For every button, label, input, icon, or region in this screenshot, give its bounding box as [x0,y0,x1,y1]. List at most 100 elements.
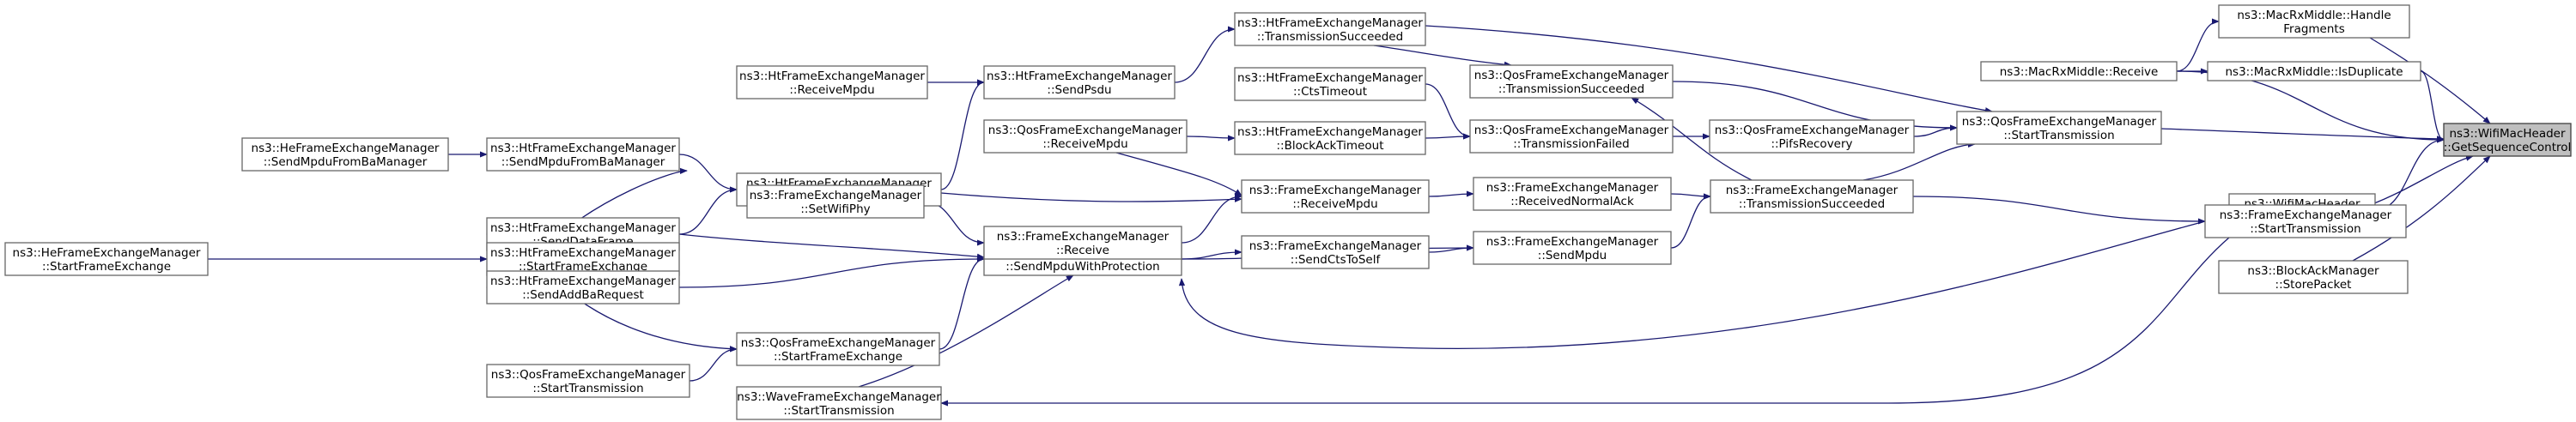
edge-n16-to-n25 [1181,249,1242,260]
node-label: Fragments [2283,22,2345,36]
node-label: ns3::QosFrameExchangeManager [1474,124,1669,137]
graph-node[interactable]: ns3::QosFrameExchangeManager::StartTrans… [1956,111,2162,145]
node-label: ns3::FrameExchangeManager [1486,235,1659,249]
node-label: ns3::FrameExchangeManager [1726,184,1899,197]
edge-n20-to-n7 [1186,135,1236,142]
edge-n11-to-n0 [2374,136,2445,211]
node-label: ::Receive [1056,244,1109,257]
node-label: ns3::HtFrameExchangeManager [1237,16,1423,30]
graph-node[interactable]: ns3::FrameExchangeManager::SendCtsToSelf [1241,235,1430,269]
graph-node[interactable]: ns3::QosFrameExchangeManager::StartTrans… [486,364,690,398]
node-box [2443,123,2572,157]
graph-node[interactable]: ns3::HtFrameExchangeManager::Transmissio… [1234,12,1426,46]
node-label: ::StartFrameExchange [774,350,902,364]
node-box [1709,119,1915,154]
edge-n12-to-n0 [2369,154,2474,206]
graph-node[interactable]: ns3::HtFrameExchangeManager::ReceiveMpdu [736,65,928,99]
edge-n4-to-n0 [2160,128,2445,142]
node-box [2218,4,2410,39]
node-box [486,270,680,304]
node-label: ::StartTransmission [2250,222,2360,236]
graph-node[interactable]: ns3::MacRxMiddle::Receive [1980,61,2178,81]
graph-node[interactable]: ns3::HtFrameExchangeManager::StartFrameE… [486,242,680,276]
edge-n22-to-n14 [1428,190,1474,197]
edge-n12-to-n16 [1178,220,2206,350]
edge-n21-to-n18 [940,79,985,190]
node-label: ns3::HeFrameExchangeManager [13,246,201,260]
graph-node[interactable]: ns3::HeFrameExchangeManager::StartFrameE… [4,242,209,276]
node-box [983,65,1176,99]
node-label: ns3::MacRxMiddle::Handle [2237,9,2391,22]
node-box [1473,231,1672,265]
graph-node[interactable]: ns3::WaveFrameExchangeManager::StartTran… [736,386,942,420]
node-label: ns3::FrameExchangeManager [1249,239,1422,253]
node-label: ::ReceivedNormalAck [1510,195,1634,208]
node-box [486,364,690,398]
node-label: ns3::FrameExchangeManager [1249,184,1422,197]
graph-node[interactable]: ns3::BlockAckManager::StorePacket [2218,260,2409,294]
node-label: ns3::FrameExchangeManager [1486,181,1659,195]
node-label: ns3::FrameExchangeManager [2220,208,2392,222]
edges-layer [208,18,2491,407]
node-box [736,332,940,366]
node-label: ::BlockAckTimeout [1277,139,1384,153]
node-label: ::StorePacket [2275,278,2352,292]
node-label: ns3::WaveFrameExchangeManager [737,390,941,404]
node-label: ::SendAddBaRequest [522,288,644,302]
node-box [1469,64,1674,99]
graph-node[interactable]: ns3::MacRxMiddle::IsDuplicate [2207,61,2421,81]
graph-node[interactable]: ns3::HtFrameExchangeManager::SendPsdu [983,65,1176,99]
edge-n24-to-n23 [923,201,985,246]
node-label: ns3::FrameExchangeManager [750,189,922,202]
graph-node[interactable]: ns3::FrameExchangeManager::ReceiveMpdu [1241,179,1430,214]
nodes-layer: ns3::WifiMacHeader::GetSequenceControlns… [4,4,2572,420]
node-box [1241,179,1430,214]
node-label: ns3::MacRxMiddle::IsDuplicate [2225,65,2403,79]
node-label: ::CtsTimeout [1293,85,1367,99]
graph-node[interactable]: ns3::FrameExchangeManager::ReceivedNorma… [1473,177,1672,211]
node-label: ::SendCtsToSelf [1291,253,1382,267]
node-box [241,137,449,172]
edge-n31-to-n16 [678,256,985,288]
graph-node[interactable]: ns3::FrameExchangeManager::Receive [983,226,1182,260]
graph-node[interactable]: ns3::HtFrameExchangeManager::BlockAckTim… [1234,121,1426,155]
graph-node[interactable]: ns3::QosFrameExchangeManager::Transmissi… [1469,119,1674,154]
node-label: ::SendMpduWithProtection [1005,260,1159,274]
graph-node[interactable]: ns3::QosFrameExchangeManager::Transmissi… [1469,64,1674,99]
graph-node[interactable]: ns3::QosFrameExchangeManager::StartFrame… [736,332,940,366]
node-label: ns3::WifiMacHeader [2449,127,2566,141]
node-box [1710,179,1914,214]
node-label: ns3::QosFrameExchangeManager [1474,69,1669,82]
edge-n1-to-n0 [2369,37,2491,124]
node-label: ::SendMpduFromBaManager [264,155,428,169]
edge-n18-to-n5 [1174,26,1236,83]
graph-node[interactable]: ns3::HeFrameExchangeManager::SendMpduFro… [241,137,449,172]
node-label: ns3::HtFrameExchangeManager [1237,125,1423,139]
node-label: ::ReceiveMpdu [789,83,874,97]
focus-node[interactable]: ns3::WifiMacHeader::GetSequenceControl [2443,123,2572,157]
graph-node[interactable]: ns3::HtFrameExchangeManager::SendAddBaRe… [486,270,680,304]
node-label: ns3::HtFrameExchangeManager [490,142,676,155]
graph-node[interactable]: ns3::FrameExchangeManager::StartTransmis… [2204,204,2407,238]
edge-n26-to-n21 [678,154,738,193]
node-label: ns3::BlockAckManager [2247,264,2379,278]
edge-n34-to-n16 [858,274,1074,388]
graph-node[interactable]: ns3::HtFrameExchangeManager::CtsTimeout [1234,67,1426,101]
node-box [1234,121,1426,155]
edge-n32-to-n16 [939,256,985,350]
graph-node[interactable]: ns3::HtFrameExchangeManager::SendMpduFro… [486,137,680,172]
node-label: ::SendPsdu [1047,83,1111,97]
graph-node[interactable]: ns3::QosFrameExchangeManager::PifsRecove… [1709,119,1915,154]
edge-n2-to-n1 [2176,18,2220,72]
node-label: ns3::QosFrameExchangeManager [988,124,1183,137]
node-box [4,242,209,276]
edge-n33-to-n32 [689,346,738,382]
node-label: ::ReceiveMpdu [1292,197,1377,211]
graph-node[interactable]: ns3::FrameExchangeManager::SendMpdu [1473,231,1672,265]
node-box [1234,67,1426,101]
graph-node[interactable]: ns3::FrameExchangeManager::SetWifiPhy [746,184,925,219]
edge-n17-to-n0 [2352,155,2491,262]
graph-node[interactable]: ns3::QosFrameExchangeManager::ReceiveMpd… [983,119,1188,154]
graph-node[interactable]: ns3::FrameExchangeManager::TransmissionS… [1710,179,1914,214]
